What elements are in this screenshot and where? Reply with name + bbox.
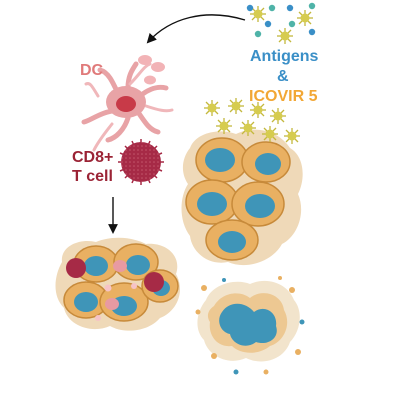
antigen-dot	[268, 4, 276, 12]
label-t-cell: T cell	[72, 168, 113, 185]
tumor-nucleus	[205, 148, 235, 172]
attacking-t-cell	[66, 258, 86, 278]
virion	[270, 108, 286, 124]
tumor-nucleus	[84, 256, 108, 276]
dc-fragment	[144, 75, 156, 85]
virion	[204, 100, 220, 116]
lysis-fragment	[299, 319, 305, 325]
virion	[240, 120, 256, 136]
lysis-fragment	[195, 309, 201, 315]
antigen-dot	[288, 20, 296, 28]
tumor-nucleus	[218, 231, 246, 253]
attacking-dc	[113, 260, 127, 272]
dc-fragment	[138, 55, 152, 65]
virion	[284, 128, 300, 144]
antigen-dot	[264, 20, 272, 28]
dendritic-cell	[81, 55, 174, 152]
lysis-fragment	[211, 353, 217, 359]
virion	[297, 10, 313, 26]
virion	[250, 6, 266, 22]
dc-fragment	[104, 284, 112, 292]
lysis-fragment	[295, 349, 301, 355]
label-antigens: Antigens	[250, 48, 319, 65]
lysis-fragment	[201, 285, 207, 291]
attacking-t-cell	[144, 272, 164, 292]
tumor-nucleus	[245, 194, 275, 218]
label-cd8: CD8+	[72, 149, 114, 166]
virion	[277, 28, 293, 44]
virion-cluster	[204, 98, 300, 144]
lysis-fragment	[222, 278, 226, 282]
label-dc: DC	[80, 62, 104, 79]
t-cell	[118, 139, 164, 185]
dc-fragment	[95, 315, 101, 321]
lysis-fragment	[263, 369, 269, 375]
lysis-fragment	[233, 369, 239, 375]
tumor-nucleus	[74, 292, 98, 312]
lysed-tumor	[195, 276, 305, 375]
infected-tumor	[181, 129, 303, 266]
antigen-dot	[246, 4, 254, 12]
virion	[250, 102, 266, 118]
tumor-with-immune-attack	[55, 237, 181, 331]
antigen-dot	[286, 4, 294, 12]
dc-fragment	[131, 283, 137, 289]
antigen-cluster	[246, 2, 316, 44]
label-icovir: ICOVIR 5	[249, 88, 318, 105]
antigen-dot	[308, 28, 316, 36]
virion	[228, 98, 244, 114]
label-ampersand: &	[277, 68, 289, 85]
virion	[262, 126, 278, 142]
lysis-fragment	[278, 276, 282, 280]
virion	[216, 118, 232, 134]
antigen-dot	[308, 2, 316, 10]
dc-fragment	[151, 62, 165, 72]
curved-arrow-icon	[146, 14, 246, 44]
tumor-nucleus	[255, 153, 281, 175]
antigen-dot	[254, 30, 262, 38]
tumor-nucleus	[197, 192, 227, 216]
lysis-fragment	[289, 287, 295, 293]
tumor-nucleus	[126, 255, 150, 275]
attacking-dc	[105, 298, 119, 310]
